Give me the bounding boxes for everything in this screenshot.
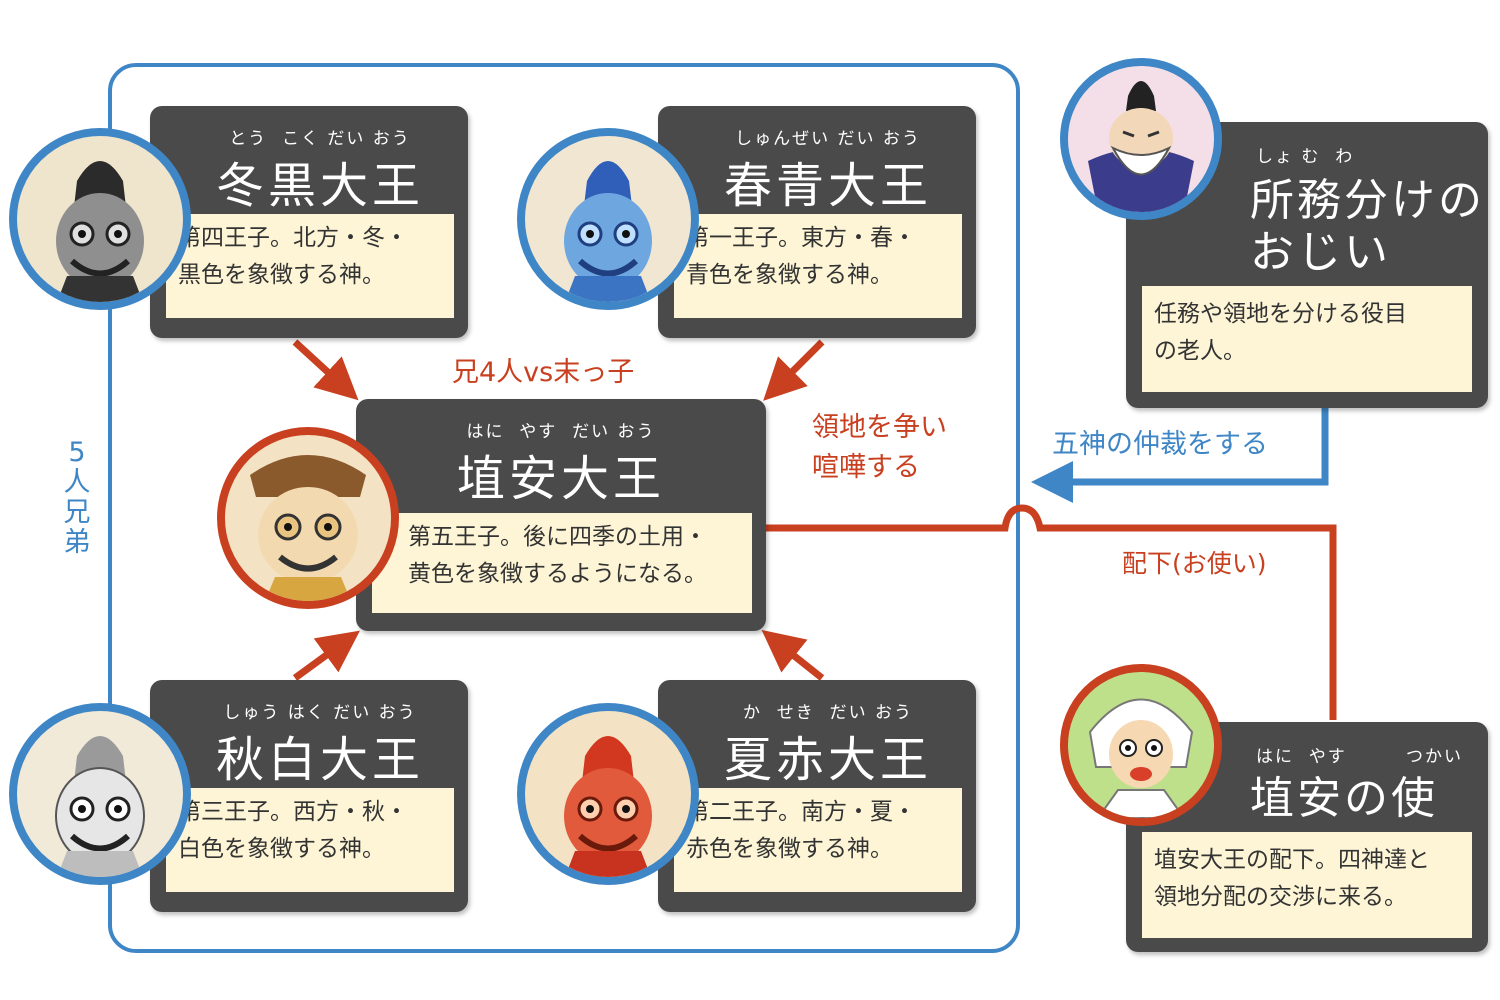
subordinate-line <box>765 504 1337 720</box>
desc-ojii: 任務や領地を分ける役目 の老人。 <box>1142 286 1472 392</box>
subordinate-label: 配下(お使い) <box>1122 549 1267 578</box>
name-kaseki: 夏赤大王 <box>723 732 932 788</box>
mediate-arrow <box>1031 405 1329 503</box>
name-tsukai: 埴安の使 <box>1250 773 1438 824</box>
avatar-haniyasu <box>217 427 399 609</box>
arrow-toukoku-to-haniyasu <box>292 339 359 401</box>
card-kaseki: か せき だい おう 夏赤大王 第二王子。南方・夏・ 赤色を象徴する神。 <box>658 680 976 912</box>
name-ojii-line1: 所務分けの <box>1250 175 1485 226</box>
ruby-tsukai: はに やす つかい <box>1256 747 1464 767</box>
arrow-kaseki-to-haniyasu <box>761 629 825 681</box>
name-ojii-line2: おじい <box>1250 227 1391 278</box>
ruby-shunsei: しゅんぜい だい おう <box>735 129 921 149</box>
name-shuuhaku: 秋白大王 <box>215 732 424 788</box>
card-shuuhaku: しゅう はく だい おう 秋白大王 第三王子。西方・秋・ 白色を象徴する神。 <box>150 680 468 912</box>
desc-shunsei: 第一王子。東方・春・ 青色を象徴する神。 <box>674 214 962 318</box>
card-shunsei: しゅんぜい だい おう 春青大王 第一王子。東方・春・ 青色を象徴する神。 <box>658 106 976 338</box>
ruby-kaseki: か せき だい おう <box>742 703 914 723</box>
desc-tsukai: 埴安大王の配下。四神達と 領地分配の交渉に来る。 <box>1142 832 1472 938</box>
ruby-haniyasu: はに やす だい おう <box>466 422 656 442</box>
avatar-tsukai <box>1060 664 1222 826</box>
ruby-toukoku: とう こく だい おう <box>229 129 411 149</box>
name-toukoku: 冬黒大王 <box>215 158 424 214</box>
arrow-shunsei-to-haniyasu <box>763 339 825 401</box>
arrow-shuuhaku-to-haniyasu <box>292 630 360 681</box>
name-haniyasu: 埴安大王 <box>456 451 665 507</box>
card-haniyasu: はに やす だい おう 埴安大王 第五王子。後に四季の土用・ 黄色を象徴するよう… <box>356 399 766 631</box>
ruby-shuuhaku: しゅう はく だい おう <box>223 703 417 723</box>
card-tsukai: はに やす つかい 埴安の使 埴安大王の配下。四神達と 領地分配の交渉に来る。 <box>1126 722 1488 952</box>
avatar-toukoku <box>9 128 191 310</box>
card-toukoku: とう こく だい おう 冬黒大王 第四王子。北方・冬・ 黒色を象徴する神。 <box>150 106 468 338</box>
avatar-kaseki <box>517 703 699 885</box>
desc-toukoku: 第四王子。北方・冬・ 黒色を象徴する神。 <box>166 214 454 318</box>
avatar-shuuhaku <box>9 703 191 885</box>
rivalry-label: 兄4人vs末っ子 <box>452 357 635 388</box>
desc-kaseki: 第二王子。南方・夏・ 赤色を象徴する神。 <box>674 788 962 892</box>
conflict-label: 領地を争い 喧嘩する <box>812 412 947 483</box>
ruby-ojii: しょ む わ <box>1256 147 1355 167</box>
brothers-label: 5 人 兄 弟 <box>63 437 91 558</box>
avatar-ojii <box>1060 58 1222 220</box>
name-shunsei: 春青大王 <box>723 158 932 214</box>
mediate-label: 五神の仲裁をする <box>1052 429 1268 460</box>
avatar-shunsei <box>517 128 699 310</box>
desc-shuuhaku: 第三王子。西方・秋・ 白色を象徴する神。 <box>166 788 454 892</box>
desc-haniyasu: 第五王子。後に四季の土用・ 黄色を象徴するようになる。 <box>372 513 752 613</box>
